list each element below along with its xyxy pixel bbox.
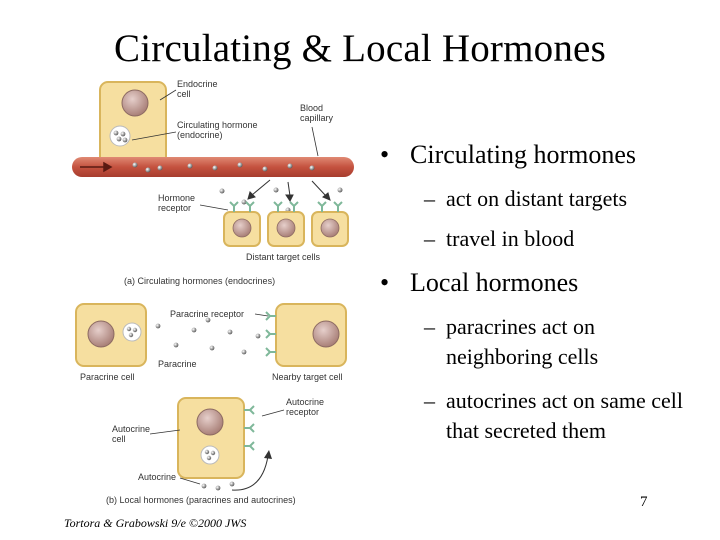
sub-bullet-text: autocrines act on same cell that secrete… xyxy=(446,388,684,443)
autocrine-molecules xyxy=(201,481,235,491)
sub-bullet: –autocrines act on same cell that secret… xyxy=(424,386,714,446)
nearby-target-cell xyxy=(265,303,347,367)
dash-marker: – xyxy=(424,226,435,251)
bullet-marker: • xyxy=(380,268,390,297)
exit-arrows xyxy=(247,179,331,202)
sub-bullet: –paracrines act on neighboring cells xyxy=(424,312,664,372)
label-nearby-target-cell: Nearby target cell xyxy=(272,372,343,382)
distant-target-cells xyxy=(223,201,349,247)
sub-bullet-text: act on distant targets xyxy=(446,186,628,211)
sub-bullet-text: travel in blood xyxy=(446,226,575,251)
bullet-local: • Local hormones xyxy=(380,268,578,298)
caption-panel-a: (a) Circulating hormones (endocrines) xyxy=(124,276,275,286)
label-paracrine-receptor: Paracrine receptor xyxy=(170,309,244,319)
hormone-molecules-blood xyxy=(132,162,315,173)
endocrine-cell xyxy=(99,81,167,169)
caption-panel-b: (b) Local hormones (paracrines and autoc… xyxy=(106,495,296,505)
label-autocrine: Autocrine xyxy=(138,472,176,482)
label-distant-target-cells: Distant target cells xyxy=(246,252,321,262)
slide-number: 7 xyxy=(640,494,648,510)
slide-title: Circulating & Local Hormones xyxy=(114,27,606,70)
paracrine-molecules xyxy=(155,317,261,355)
dash-marker: – xyxy=(424,186,435,211)
capillary-flow-arrow xyxy=(80,161,113,173)
bullet-marker: • xyxy=(380,140,390,169)
sub-bullet-text: paracrines act on neighboring cells xyxy=(446,314,599,369)
bullet-text: Circulating hormones xyxy=(410,140,637,169)
autocrine-cell xyxy=(177,397,255,479)
dash-marker: – xyxy=(424,314,435,339)
sub-bullet: –act on distant targets xyxy=(424,184,704,214)
dash-marker: – xyxy=(424,388,435,413)
label-paracrine: Paracrine xyxy=(158,359,197,369)
paracrine-cell xyxy=(75,303,147,367)
label-paracrine-cell: Paracrine cell xyxy=(80,372,135,382)
label-circulating-hormone: Circulating hormone(endocrine) xyxy=(177,120,258,140)
credit-line: Tortora & Grabowski 9/e ©2000 JWS xyxy=(64,516,247,530)
bullet-circulating: • Circulating hormones xyxy=(380,140,636,170)
bullet-text: Local hormones xyxy=(410,268,579,297)
autocrine-return-arrow xyxy=(231,455,269,491)
sub-bullet: –travel in blood xyxy=(424,224,704,254)
